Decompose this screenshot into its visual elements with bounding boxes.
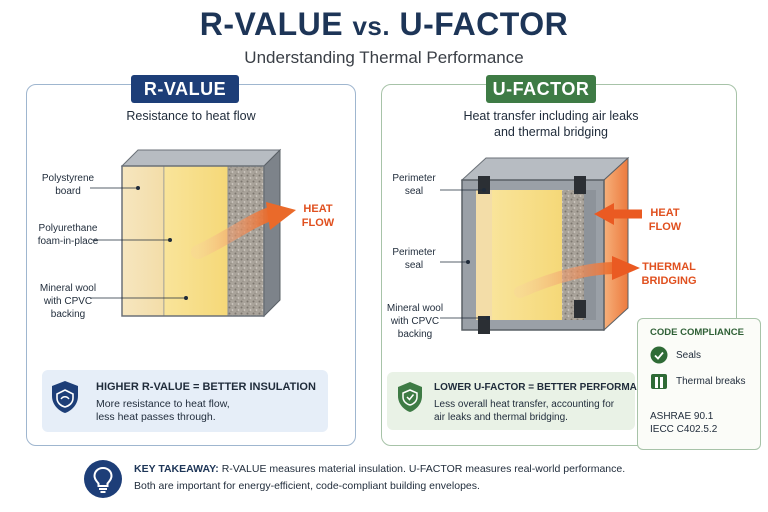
label-perimeter-seal-mid: Perimeter seal [392, 247, 436, 271]
r-value-heading: Resistance to heat flow [126, 109, 256, 123]
code-compliance-title: CODE COMPLIANCE [650, 327, 744, 338]
key-takeaway-line2: Both are important for energy-efficient,… [134, 480, 480, 492]
page-subtitle: Understanding Thermal Performance [244, 48, 524, 67]
check-circle-icon [650, 346, 668, 364]
label-heat-flow-left: HEAT FLOW [301, 203, 335, 229]
r-value-callout-body: More resistance to heat flow, less heat … [96, 398, 230, 423]
u-factor-callout-body: Less overall heat transfer, accounting f… [434, 399, 615, 423]
title-u-factor: U-FACTOR [399, 6, 569, 42]
shield-icon [52, 381, 78, 413]
u-factor-callout-title: LOWER U-FACTOR = BETTER PERFORMANCE [434, 382, 658, 393]
key-takeaway-line1: KEY TAKEAWAY: R-VALUE measures material … [134, 461, 694, 478]
thermal-break-icon [651, 374, 667, 389]
label-mineral-wool-left: Mineral wool with CPVC backing [39, 283, 97, 320]
lightbulb-icon [93, 466, 113, 493]
title-r-value: R-VALUE [199, 6, 344, 42]
u-factor-heading: Heat transfer including air leaks and th… [463, 109, 639, 139]
shield-check-icon [398, 382, 422, 412]
label-polystyrene: Polystyrene board [41, 173, 95, 197]
r-value-callout [42, 370, 328, 432]
r-value-callout-title: HIGHER R-VALUE = BETTER INSULATION [96, 381, 316, 393]
key-takeaway-label: KEY TAKEAWAY: [134, 463, 219, 475]
key-takeaway-text1: R-VALUE measures material insulation. U-… [221, 463, 626, 475]
code-item-thermal-breaks: Thermal breaks [676, 376, 746, 387]
page-title: R-VALUE vs. U-FACTOR [0, 6, 768, 43]
label-heat-flow-right: HEAT FLOW [648, 207, 682, 233]
u-factor-callout [387, 372, 635, 430]
r-value-tag: R-VALUE [131, 75, 239, 103]
label-thermal-bridging: THERMAL BRIDGING [641, 261, 697, 287]
label-perimeter-seal-top: Perimeter seal [392, 173, 436, 197]
u-factor-tag: U-FACTOR [486, 75, 596, 103]
title-vs: vs. [352, 11, 391, 41]
label-polyurethane: Polyurethane foam-in-place [37, 223, 99, 247]
code-standards: ASHRAE 90.1 IECC C402.5.2 [650, 411, 718, 435]
code-item-seals: Seals [676, 350, 702, 361]
label-mineral-wool-right: Mineral wool with CPVC backing [386, 303, 444, 340]
